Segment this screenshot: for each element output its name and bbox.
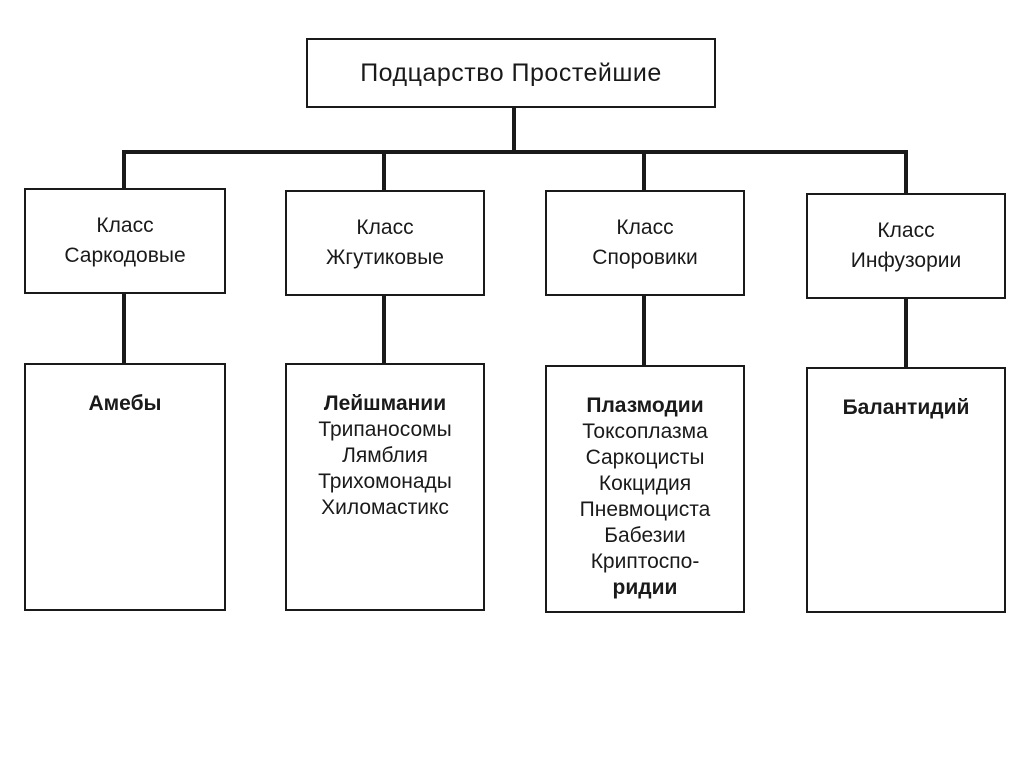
class-node-rank-label: Класс — [616, 216, 674, 239]
class-node-ciliata: Класс Инфузории — [806, 193, 1006, 299]
member-item: Трихомонады — [318, 470, 452, 493]
class-node-rank-label: Класс — [877, 219, 935, 242]
member-item: Кокцидия — [598, 472, 692, 495]
member-item: Саркоцисты — [585, 446, 705, 469]
member-item: Трипаносомы — [318, 418, 452, 441]
members-box-sarcodina: Амебы — [24, 363, 226, 611]
class-node-name: Саркодовые — [64, 244, 186, 267]
member-item: Пневмоциста — [579, 498, 711, 521]
members-box-ciliata: Балантидий — [806, 367, 1006, 613]
member-item: Лямблия — [342, 444, 428, 467]
member-item: Балантидий — [842, 396, 970, 419]
members-box-flagellata: Лейшмании Трипаносомы Лямблия Трихомонад… — [285, 363, 485, 611]
class-node-rank-label: Класс — [96, 214, 154, 237]
root-node-label: Подцарство Простейшие — [360, 58, 662, 87]
member-item: Токсоплазма — [582, 420, 708, 443]
member-item: Амебы — [88, 392, 162, 415]
member-item: Хиломастикс — [321, 496, 449, 519]
class-node-name: Жгутиковые — [326, 246, 444, 269]
member-item: Бабезии — [604, 524, 686, 547]
class-node-name: Споровики — [592, 246, 698, 269]
member-item: ридии — [612, 576, 678, 599]
class-node-sarcodina: Класс Саркодовые — [24, 188, 226, 294]
class-node-name: Инфузории — [850, 249, 962, 272]
class-node-sporozoa: Класс Споровики — [545, 190, 745, 296]
member-item: Криптоспо- — [590, 550, 700, 573]
class-node-flagellata: Класс Жгутиковые — [285, 190, 485, 296]
member-item: Лейшмании — [323, 392, 447, 415]
member-item: Плазмодии — [586, 394, 704, 417]
root-node-protozoa: Подцарство Простейшие — [306, 38, 716, 108]
members-box-sporozoa: Плазмодии Токсоплазма Саркоцисты Кокциди… — [545, 365, 745, 613]
class-node-rank-label: Класс — [356, 216, 414, 239]
